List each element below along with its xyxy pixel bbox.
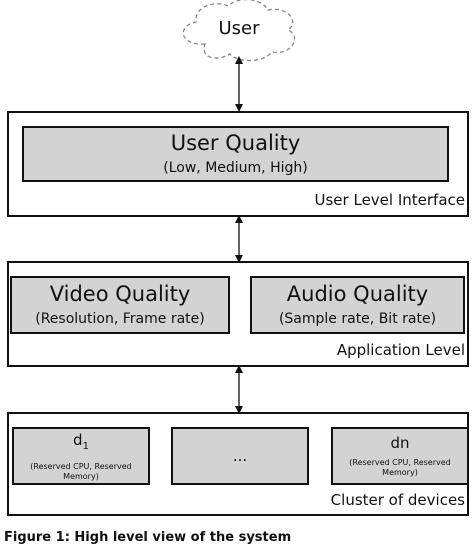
device-n-resources: (Reserved CPU, Reserved Memory): [349, 458, 451, 477]
user-quality-title: User Quality: [170, 131, 301, 155]
audio-quality-box: Audio Quality (Sample rate, Bit rate): [250, 276, 465, 334]
device-box-ellipsis: ...: [171, 427, 309, 485]
user-quality-box: User Quality (Low, Medium, High): [22, 126, 449, 182]
device-n-name: dn: [390, 434, 410, 452]
video-quality-params: (Resolution, Frame rate): [35, 311, 205, 327]
audio-quality-title: Audio Quality: [286, 282, 429, 306]
figure-caption: Figure 1: High level view of the system: [4, 530, 292, 545]
audio-quality-params: (Sample rate, Bit rate): [278, 311, 437, 327]
video-quality-title: Video Quality: [49, 282, 191, 306]
device-1-resources: (Reserved CPU, Reserved Memory): [30, 461, 132, 481]
video-quality-box: Video Quality (Resolution, Frame rate): [10, 276, 230, 334]
device-box-n: dn (Reserved CPU, Reserved Memory): [331, 427, 469, 485]
application-level-label: Application Level: [336, 341, 465, 359]
user-cloud-shape: [182, 0, 296, 62]
cluster-of-devices-label: Cluster of devices: [330, 491, 465, 509]
device-box-1: d1 (Reserved CPU, Reserved Memory): [12, 427, 150, 485]
user-quality-options: (Low, Medium, High): [163, 160, 308, 176]
device-ellipsis: ...: [232, 447, 248, 465]
device-1-name: d1: [73, 430, 89, 452]
user-level-interface-label: User Level Interface: [314, 191, 465, 209]
user-label: User: [218, 18, 260, 39]
